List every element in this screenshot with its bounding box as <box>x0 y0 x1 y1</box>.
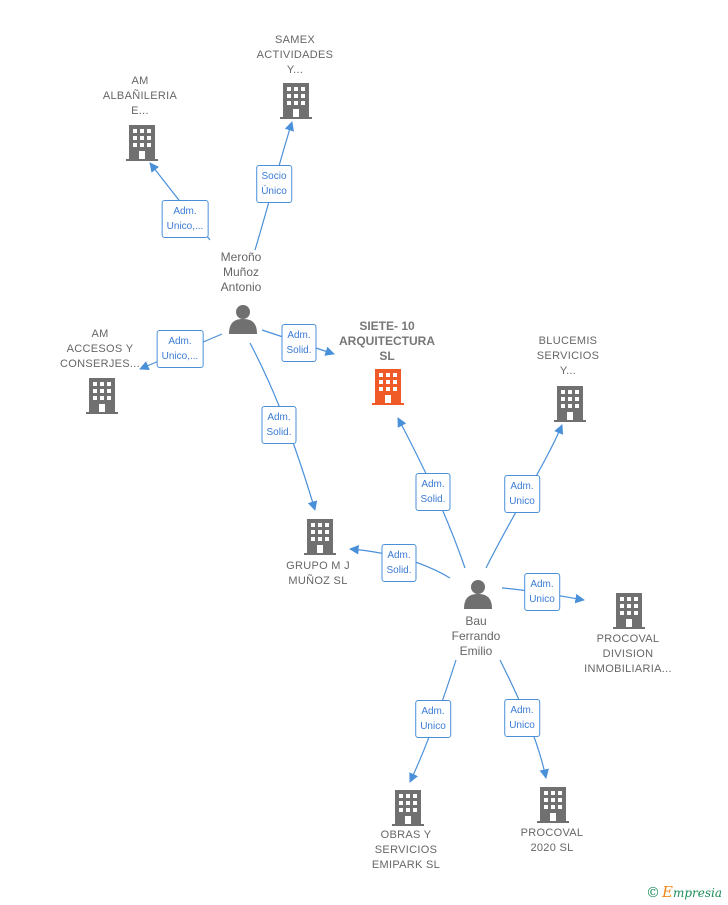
person-label-merono[interactable]: Meroño Muñoz Antonio <box>221 250 262 295</box>
brand-name: mpresia <box>672 886 722 900</box>
label-line: AM <box>91 328 109 340</box>
edge-label-merono-samex: Socio Único <box>256 165 292 203</box>
label-line: Muñoz <box>222 265 260 279</box>
label-line: AM <box>131 75 149 87</box>
company-label-focus[interactable]: SIETE- 10 ARQUITECTURA SL <box>339 319 435 364</box>
company-label-blucemis[interactable]: BLUCEMIS SERVICIOS Y... <box>537 334 599 379</box>
edge-label-bau-procoval-div: Adm. Unico <box>524 573 560 611</box>
label-line: Bau <box>465 614 487 628</box>
edge-label-merono-grupo: Adm. Solid. <box>261 406 297 444</box>
label-line: SL <box>379 349 395 363</box>
label-line: ARQUITECTURA <box>339 334 435 348</box>
label-line: 2020 SL <box>530 842 574 854</box>
person-label-bau[interactable]: Bau Ferrando Emilio <box>452 614 501 659</box>
edge-label-line: Unico <box>509 496 535 507</box>
edge-label-line: Adm. <box>510 705 534 716</box>
building-icon <box>613 593 645 629</box>
label-line: OBRAS Y <box>380 829 432 841</box>
label-line: BLUCEMIS <box>538 335 598 347</box>
brand-watermark: ©Empresia <box>646 883 722 901</box>
edge-label-line: Solid. <box>266 427 292 438</box>
label-line: SERVICIOS <box>374 844 438 856</box>
label-line: CONSERJES... <box>59 358 141 370</box>
edge-label-bau-grupo: Adm. Solid. <box>381 544 417 582</box>
label-line: MUÑOZ SL <box>288 575 348 587</box>
building-icon <box>392 790 424 826</box>
company-label-obras[interactable]: OBRAS Y SERVICIOS EMIPARK SL <box>372 828 440 873</box>
edge-label-line: Unico <box>509 720 535 731</box>
edge-label-line: Unico,... <box>166 221 204 232</box>
brand-initial: E <box>661 883 673 901</box>
edge-label-line: Adm. <box>510 481 534 492</box>
person-icon <box>464 580 492 609</box>
edge-label-line: Solid. <box>420 494 446 505</box>
edge-label-line: Único <box>261 186 287 197</box>
edge-label-line: Adm. <box>287 330 311 341</box>
edge-label-line: Solid. <box>286 345 312 356</box>
company-label-samex[interactable]: SAMEX ACTIVIDADES Y... <box>257 33 334 78</box>
company-label-grupo[interactable]: GRUPO M J MUÑOZ SL <box>286 559 350 589</box>
building-icon <box>554 386 586 422</box>
edge-label-line: Adm. <box>421 479 445 490</box>
building-icon <box>537 787 569 823</box>
building-icon <box>126 125 158 161</box>
copyright-icon: © <box>645 885 660 901</box>
person-icon <box>229 305 257 334</box>
label-line: Meroño <box>220 250 262 264</box>
label-line: ACCESOS Y <box>66 343 134 355</box>
label-line: SAMEX <box>274 34 315 46</box>
label-line: SIETE- 10 <box>359 319 415 333</box>
building-icon <box>86 378 118 414</box>
company-label-am-accesos[interactable]: AM ACCESOS Y CONSERJES... <box>60 327 140 372</box>
edge-label-line: Solid. <box>386 565 412 576</box>
edge-label-line: Adm. <box>173 206 197 217</box>
edge-label-merono-focus: Adm. Solid. <box>281 324 317 362</box>
edge-label-line: Unico <box>420 721 446 732</box>
label-line: GRUPO M J <box>286 560 350 572</box>
edge-label-merono-am-albanileria: Adm. Unico,... <box>161 200 209 238</box>
label-line: Y... <box>559 365 577 377</box>
label-line: Emilio <box>459 644 493 658</box>
edge-label-line: Adm. <box>168 336 192 347</box>
edge-label-line: Socio <box>261 171 287 182</box>
building-icon <box>372 369 404 405</box>
edge-label-line: Adm. <box>267 412 291 423</box>
building-icon <box>280 83 312 119</box>
edge-label-line: Unico,... <box>161 351 199 362</box>
label-line: ACTIVIDADES <box>256 49 334 61</box>
label-line: SERVICIOS <box>536 350 600 362</box>
label-line: EMIPARK SL <box>371 859 441 871</box>
edge-label-bau-blucemis: Adm. Unico <box>504 475 540 513</box>
edge-label-bau-focus: Adm. Solid. <box>415 473 451 511</box>
label-line: Y... <box>286 64 304 76</box>
edge-label-bau-obras: Adm. Unico <box>415 700 451 738</box>
label-line: Ferrando <box>451 629 501 643</box>
label-line: ALBAÑILERIA <box>102 90 178 102</box>
edge-label-merono-am-accesos: Adm. Unico,... <box>156 330 204 368</box>
edge-label-line: Adm. <box>421 706 445 717</box>
label-line: E... <box>131 105 149 117</box>
edge-label-bau-procoval-2020: Adm. Unico <box>504 699 540 737</box>
company-label-procoval-div[interactable]: PROCOVAL DIVISION INMOBILIARIA... <box>584 632 672 677</box>
label-line: INMOBILIARIA... <box>584 663 672 675</box>
edge-label-line: Unico <box>529 594 555 605</box>
company-label-procoval-2020[interactable]: PROCOVAL 2020 SL <box>521 826 584 856</box>
label-line: DIVISION <box>602 648 654 660</box>
company-label-am-albanileria[interactable]: AM ALBAÑILERIA E... <box>103 74 177 119</box>
label-line: Antonio <box>220 280 262 294</box>
edge-label-line: Adm. <box>530 579 554 590</box>
edge-label-line: Adm. <box>387 550 411 561</box>
building-icon <box>304 519 336 555</box>
label-line: PROCOVAL <box>520 827 584 839</box>
label-line: PROCOVAL <box>596 633 660 645</box>
